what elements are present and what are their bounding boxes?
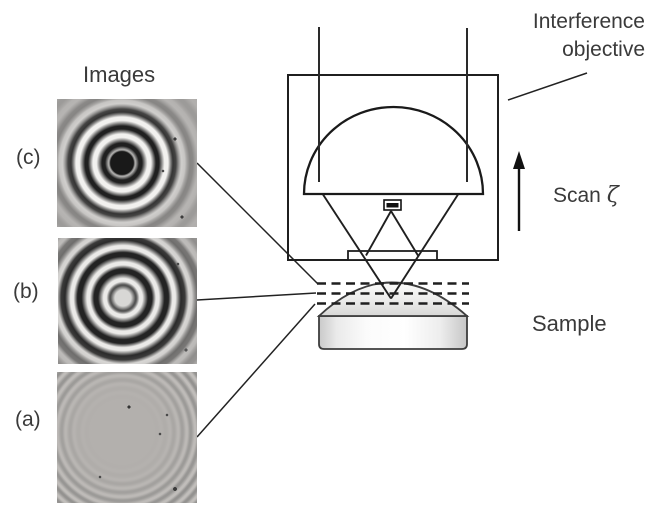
connector-line-b (196, 292, 317, 301)
image-label-b: (b) (13, 280, 39, 303)
objective-lens-dome (302, 105, 485, 196)
objective-label: Interference objective (532, 10, 645, 61)
connector-line-c (196, 162, 319, 285)
sample-base (318, 315, 468, 350)
sample-cap (316, 281, 470, 317)
scan-arrow-head (513, 151, 525, 169)
ray-mirror-right (390, 210, 419, 256)
objective-pointer-line (507, 72, 588, 101)
ray-right-outer (390, 193, 459, 300)
fringe-image-c (57, 99, 197, 227)
images-panel-title: Images (83, 62, 156, 87)
ray-left-outer (322, 193, 392, 300)
reference-mirror-coating (386, 203, 399, 208)
beamsplitter-plate (347, 250, 438, 261)
ray-mirror-left (365, 210, 392, 256)
scan-text: Scan (553, 184, 601, 207)
image-label-a: (a) (15, 408, 41, 431)
connector-line-a (196, 303, 316, 438)
fringe-image-b (58, 238, 197, 364)
fringe-image-a (57, 372, 197, 503)
image-label-c: (c) (16, 146, 41, 169)
sample-label: Sample (532, 311, 607, 336)
zeta-symbol: ζ (606, 183, 619, 208)
